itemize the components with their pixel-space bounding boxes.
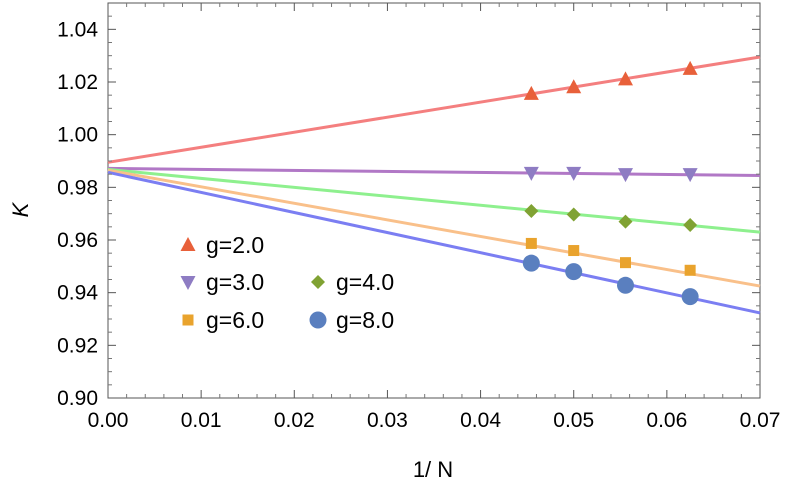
- data-markers: [522, 60, 699, 306]
- y-tick-label: 0.96: [57, 229, 98, 252]
- legend-marker-g-4-0: [311, 275, 325, 289]
- legend-marker-g-6-0: [182, 314, 194, 326]
- fit-line-g-8-0: [107, 170, 761, 315]
- fit-line-g-3-0: [107, 166, 761, 177]
- y-tick-label: 0.92: [57, 334, 98, 357]
- fit-lines: [107, 55, 761, 315]
- x-tick-label: 0.05: [553, 409, 594, 432]
- fit-line-g-6-0: [107, 168, 761, 288]
- data-point-g-4-0: [683, 217, 698, 232]
- x-axis-title: 1/ N: [413, 457, 453, 482]
- data-point-g-3-0: [523, 166, 539, 181]
- data-point-g-2-0: [682, 60, 698, 75]
- data-point-g-8-0: [617, 276, 635, 294]
- y-tick-label: 0.90: [57, 387, 98, 410]
- data-point-g-6-0: [620, 257, 632, 269]
- x-tick-label: 0.07: [740, 409, 781, 432]
- fit-line-g-4-0: [107, 167, 761, 234]
- legend-marker-g-2-0: [180, 237, 196, 251]
- x-tick-label: 0.01: [181, 409, 222, 432]
- legend-marker-g-3-0: [180, 276, 196, 290]
- x-tick-label: 0.03: [367, 409, 408, 432]
- data-point-g-2-0: [618, 71, 634, 86]
- data-point-g-3-0: [682, 168, 698, 183]
- data-point-g-8-0: [522, 254, 540, 272]
- data-point-g-8-0: [681, 288, 699, 306]
- y-axis-title: K: [8, 201, 33, 217]
- data-point-g-3-0: [566, 166, 582, 181]
- y-tick-label: 0.98: [57, 176, 98, 199]
- axis-ticks: 0.00 0.01 0.02 0.03 0.04 0.05 0.06 0.07 0.90 0.92…: [57, 3, 780, 432]
- data-point-g-6-0: [568, 245, 580, 257]
- legend-label-g-4-0: g=4.0: [336, 269, 394, 295]
- data-point-g-6-0: [525, 237, 537, 249]
- x-tick-label: 0.06: [646, 409, 687, 432]
- data-point-g-4-0: [566, 207, 581, 222]
- legend-label-g-8-0: g=8.0: [336, 307, 394, 333]
- legend: g=2.0 g=3.0 g=4.0 g=6.0 g=8.0: [180, 232, 394, 333]
- data-point-g-4-0: [524, 204, 539, 219]
- data-point-g-6-0: [684, 264, 696, 276]
- x-tick-label: 0.00: [88, 409, 129, 432]
- legend-label-g-2-0: g=2.0: [206, 232, 264, 258]
- x-tick-label: 0.04: [460, 409, 501, 432]
- fit-line-g-2-0: [107, 55, 761, 164]
- y-tick-label: 0.94: [57, 282, 98, 305]
- legend-marker-g-8-0: [309, 311, 327, 329]
- y-tick-label: 1.00: [57, 124, 98, 147]
- x-tick-label: 0.02: [274, 409, 315, 432]
- legend-label-g-3-0: g=3.0: [206, 269, 264, 295]
- data-point-g-2-0: [523, 85, 539, 100]
- data-point-g-8-0: [565, 263, 583, 281]
- y-tick-label: 1.04: [57, 18, 98, 41]
- data-point-g-4-0: [618, 214, 633, 229]
- data-point-g-3-0: [618, 168, 634, 183]
- y-tick-label: 1.02: [57, 71, 98, 94]
- legend-label-g-6-0: g=6.0: [206, 307, 264, 333]
- data-point-g-2-0: [566, 79, 582, 94]
